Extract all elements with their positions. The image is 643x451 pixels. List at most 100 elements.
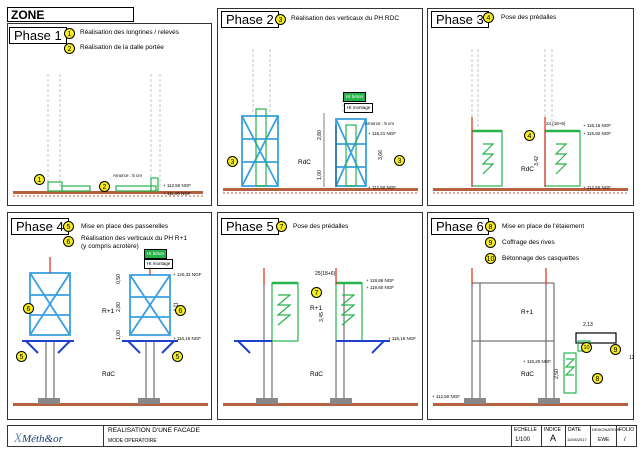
step-9-marker: 9	[485, 237, 496, 248]
phase-1-panel: Phase 1 1 Réalisation des longrines / re…	[7, 23, 212, 206]
step-4-text: Pose des prédalles	[501, 14, 557, 21]
step-7-marker: 7	[276, 221, 287, 232]
indice-label: INDICE	[544, 427, 561, 433]
marker-6: 6	[23, 303, 34, 314]
ht-montage-tag: Ht montage	[144, 259, 174, 269]
ngf-label: + 112,50 NGF	[583, 185, 612, 190]
step-1-text: Réalisation des longrines / relevés	[80, 29, 179, 36]
phase-3-drawing	[433, 49, 628, 194]
ngf-label: + 119,60 NGF	[366, 285, 395, 290]
phase-6-drawing	[433, 268, 628, 406]
phase-4-panel: Phase 4 5 Mise en place des passerelles …	[7, 212, 212, 420]
step-3-text: Réalisation des verticaux du PH RDC	[291, 15, 400, 22]
designateur-label: DESIGNATEUR	[592, 427, 621, 432]
dimension-label: 24 (18+6)	[546, 121, 566, 126]
ngf-label: + 120,32 NGF	[173, 272, 202, 277]
folio-label: FOLIO	[619, 427, 635, 433]
logo-mark: X	[14, 430, 22, 445]
level-label: R+1	[102, 308, 115, 315]
marker-3: 3	[394, 155, 405, 166]
marker-9: 9	[610, 344, 621, 355]
phase-5-panel: Phase 5 7 Pose des prédalles 25(18+6) + …	[217, 212, 423, 420]
amorce-label: Amorce : 5 cm	[365, 121, 395, 126]
step-2-text: Réalisation de la dalle portée	[80, 44, 164, 51]
step-1-marker: 1	[64, 28, 75, 39]
phase-6-panel: Phase 6 8 Mise en place de l'étaiement 9…	[427, 212, 635, 420]
date-label: DATE	[568, 427, 581, 433]
dimension-label: 2,80	[115, 302, 122, 312]
marker-5: 5	[16, 351, 27, 362]
date-value: 11/06/2017	[567, 437, 587, 442]
echelle-value: 1/100	[515, 437, 531, 443]
step-9-text: Coffrage des rives	[502, 239, 555, 246]
logo-text: Méth&or	[21, 433, 63, 445]
echelle-label: ECHELLE	[514, 427, 537, 433]
phase-1-label: Phase 1	[9, 27, 67, 44]
marker-7: 7	[311, 287, 322, 298]
step-8-marker: 8	[485, 221, 496, 232]
dimension-label: 3,45	[318, 312, 325, 322]
document-subtitle: MODE OPERATOIRE	[108, 438, 157, 444]
title-block: XMéth&or REALISATION D'UNE FACADE MODE O…	[7, 425, 637, 447]
folio-value: /	[624, 437, 626, 443]
marker-5: 5	[172, 351, 183, 362]
ngf-label: + 112,50 NGF	[368, 185, 397, 190]
level-label: R+1	[521, 309, 534, 316]
ngf-label: + 119,86 NGF	[366, 278, 395, 283]
level-label: RdC	[102, 371, 116, 378]
ngf-label: + 116,16 NGF	[173, 336, 202, 341]
designateur-value: EWE	[598, 437, 610, 443]
dimension-label: 25(18+6)	[315, 271, 336, 277]
dimension-label: 12	[629, 355, 635, 361]
indice-value: A	[550, 433, 557, 443]
ht-beton-tag: Ht béton	[343, 92, 367, 102]
phase-3-panel: Phase 3 4 Pose des prédalles 4 24 (18+6)…	[427, 8, 634, 206]
step-8-text: Mise en place de l'étaiement	[502, 223, 585, 230]
phase-5-label: Phase 5	[221, 218, 279, 235]
project-title: REALISATION D'UNE FACADE	[108, 427, 200, 434]
ngf-label: + 116,16 NGF	[388, 336, 417, 341]
step-6-marker: 6	[63, 236, 74, 247]
marker-4: 4	[524, 130, 535, 141]
ngf-label: + 116,21 NGF	[368, 131, 397, 136]
phase-2-drawing	[223, 49, 418, 194]
marker-10: 10	[581, 342, 592, 353]
step-5-text: Mise en place des passerelles	[81, 223, 169, 230]
ngf-label: + 111,90 NGF	[163, 191, 191, 196]
phase-6-label: Phase 6	[431, 218, 489, 235]
marker-2: 2	[99, 181, 110, 192]
step-6-text: Réalisation des verticaux du PH R+1 (y c…	[81, 235, 188, 250]
marker-1: 1	[34, 174, 45, 185]
ngf-label: + 112,50 NGF	[163, 183, 192, 188]
marker-3: 3	[227, 156, 238, 167]
ngf-label: + 112,50 NGF	[432, 394, 461, 399]
dimension-label: 3,66	[377, 150, 384, 160]
phase-3-label: Phase 3	[431, 11, 489, 28]
step-5-marker: 5	[63, 221, 74, 232]
dimension-label: 3,42	[533, 156, 540, 166]
dimension-label: 2,13	[583, 322, 593, 328]
phase-1-drawing	[13, 74, 203, 197]
step-10-text: Bétonnage des casquettes	[502, 255, 579, 262]
ngf-label: + 115,20 NGF	[523, 359, 552, 364]
marker-8: 8	[592, 373, 603, 384]
level-label: RdC	[298, 159, 312, 166]
step-3-marker: 3	[275, 14, 286, 25]
marker-6: 6	[175, 305, 186, 316]
dimension-label: 1,00	[115, 330, 122, 340]
level-label: R+1	[310, 305, 323, 312]
dimension-label: 1,00	[316, 170, 323, 180]
page-title: ZONE ENSEIGNEMENT	[7, 7, 134, 37]
phase-4-drawing	[13, 253, 208, 406]
level-label: RdC	[521, 371, 535, 378]
dimension-label: 2,80	[316, 130, 323, 140]
step-10-marker: 10	[485, 253, 496, 264]
ht-montage-tag: Ht montage	[344, 103, 374, 113]
amorce-label: Amorce : 5 cm	[113, 173, 143, 178]
step-2-marker: 2	[64, 43, 75, 54]
phase-4-label: Phase 4	[11, 218, 69, 235]
phase-2-label: Phase 2	[221, 11, 279, 28]
company-logo: XMéth&or	[14, 430, 63, 446]
ngf-label: + 115,92 NGF	[583, 131, 612, 136]
phase-5-drawing	[223, 268, 418, 406]
